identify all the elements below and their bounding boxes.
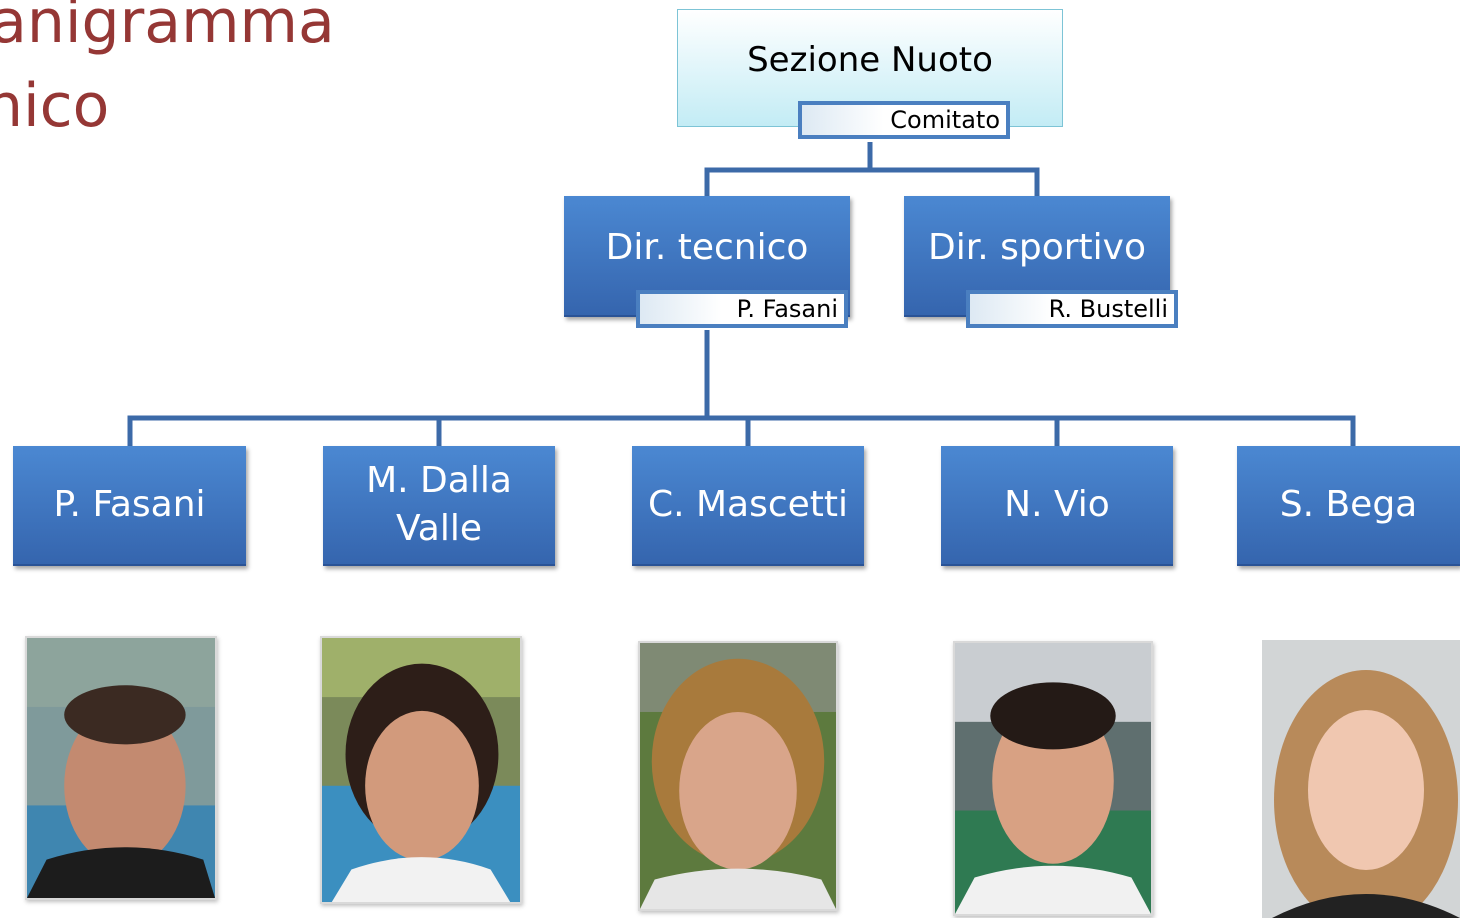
director-name-box: P. Fasani	[636, 290, 848, 328]
director-label: Dir. tecnico	[605, 226, 809, 268]
coach-box: M. Dalla Valle	[323, 446, 555, 566]
coach-photo	[320, 636, 522, 904]
title-line-1: ganigramma	[0, 0, 335, 57]
coach-photo	[1262, 640, 1460, 918]
coach-photo	[25, 636, 217, 900]
coach-label: C. Mascetti	[647, 484, 849, 525]
coach-label: N. Vio	[1004, 484, 1110, 525]
director-name: P. Fasani	[736, 295, 838, 323]
connector-coaches	[127, 415, 1356, 446]
director-name: R. Bustelli	[1048, 295, 1168, 323]
coach-box: N. Vio	[941, 446, 1173, 566]
coach-label: M. Dalla Valle	[366, 460, 512, 549]
coach-label: S. Bega	[1279, 484, 1418, 525]
coach-label: P. Fasani	[53, 484, 206, 525]
root-label: Sezione Nuoto	[747, 40, 993, 80]
coach-photo	[953, 641, 1153, 916]
director-label: Dir. sportivo	[928, 226, 1146, 268]
coach-box: C. Mascetti	[632, 446, 864, 566]
slide-title: ganigramma cnico	[0, 0, 335, 148]
coach-box: S. Bega	[1237, 446, 1460, 566]
root-sub-label: Comitato	[798, 101, 1010, 139]
title-line-2: cnico	[0, 71, 110, 141]
comitato-label: Comitato	[890, 106, 1000, 134]
coach-box: P. Fasani	[13, 446, 246, 566]
coach-photo	[638, 641, 838, 911]
director-name-box: R. Bustelli	[966, 290, 1178, 328]
connector-directors	[704, 167, 1040, 197]
